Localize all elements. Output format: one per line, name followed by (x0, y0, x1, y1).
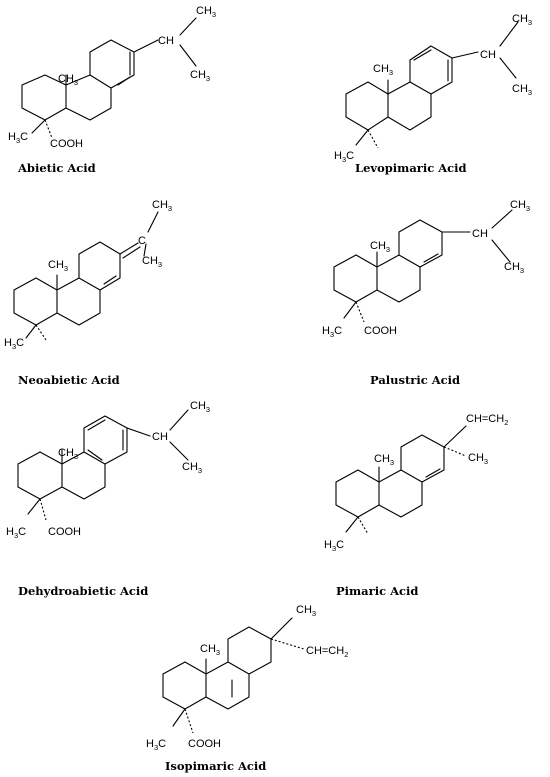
methyl-label: CH3 (512, 83, 532, 97)
caption-dehydroabietic: Dehydroabietic Acid (18, 584, 148, 598)
c-label: C (138, 235, 146, 247)
methyl-label: CH3 (374, 453, 394, 467)
methyl-label: CH3 (296, 604, 316, 618)
methyl-label: CH3 (373, 63, 393, 77)
caption-isopimaric: Isopimaric Acid (165, 759, 266, 773)
methyl-label: CH3 (182, 461, 202, 475)
caption-levopimaric: Levopimaric Acid (355, 161, 467, 175)
structure-abietic: CH3 CH CH3 CH3 H3C COOH Abietic Acid (8, 5, 216, 175)
methyl-label: CH3 (48, 259, 68, 273)
structure-dehydroabietic: CH3 CH CH3 CH3 H3C COOH Dehydroabietic A… (6, 400, 210, 598)
methyl-label: CH3 (152, 199, 172, 213)
methyl-label: CH3 (504, 261, 524, 275)
methyl-label: CH3 (142, 255, 162, 269)
cooh-label: COOH (188, 738, 221, 750)
structure-isopimaric: CH3 CH3 CH=CH2 H3C COOH Isopimaric Acid (146, 604, 348, 773)
methyl-label: CH3 (58, 73, 78, 87)
methyl-label: H3C (6, 526, 26, 540)
methyl-label: CH3 (200, 643, 220, 657)
methyl-label: CH3 (196, 5, 216, 19)
methyl-label: CH3 (510, 199, 530, 213)
caption-abietic: Abietic Acid (17, 161, 96, 175)
methyl-label: CH3 (190, 69, 210, 83)
vinyl-label: CH=CH2 (466, 413, 508, 427)
methyl-label: CH3 (468, 452, 488, 466)
structure-pimaric: CH3 CH=CH2 CH3 H3C Pimaric Acid (324, 413, 508, 598)
methyl-label: H3C (8, 131, 28, 145)
structure-levopimaric: CH3 CH CH3 CH3 H3C Levopimaric Acid (334, 13, 532, 175)
caption-pimaric: Pimaric Acid (336, 584, 418, 598)
methyl-label: H3C (324, 539, 344, 553)
methyl-label: CH3 (512, 13, 532, 27)
vinyl-label: CH=CH2 (306, 645, 348, 659)
methyl-label: CH3 (58, 447, 78, 461)
methyl-label: H3C (4, 337, 24, 351)
ch-label: CH (152, 431, 168, 443)
methyl-label: CH3 (190, 400, 210, 414)
cooh-label: COOH (364, 325, 397, 337)
methyl-label: H3C (146, 738, 166, 752)
ch-label: CH (472, 228, 488, 240)
structure-neoabietic: CH3 C CH3 CH3 H3C Neoabietic Acid (4, 199, 172, 387)
cooh-label: COOH (48, 526, 81, 538)
methyl-label: H3C (322, 325, 342, 339)
ch-label: CH (158, 35, 174, 47)
structure-palustric: CH3 CH CH3 CH3 H3C COOH Palustric Acid (322, 199, 530, 387)
cooh-label: COOH (50, 138, 83, 150)
ch-label: CH (480, 49, 496, 61)
methyl-label: CH3 (370, 240, 390, 254)
caption-neoabietic: Neoabietic Acid (18, 373, 120, 387)
caption-palustric: Palustric Acid (370, 373, 460, 387)
methyl-label: H3C (334, 150, 354, 164)
